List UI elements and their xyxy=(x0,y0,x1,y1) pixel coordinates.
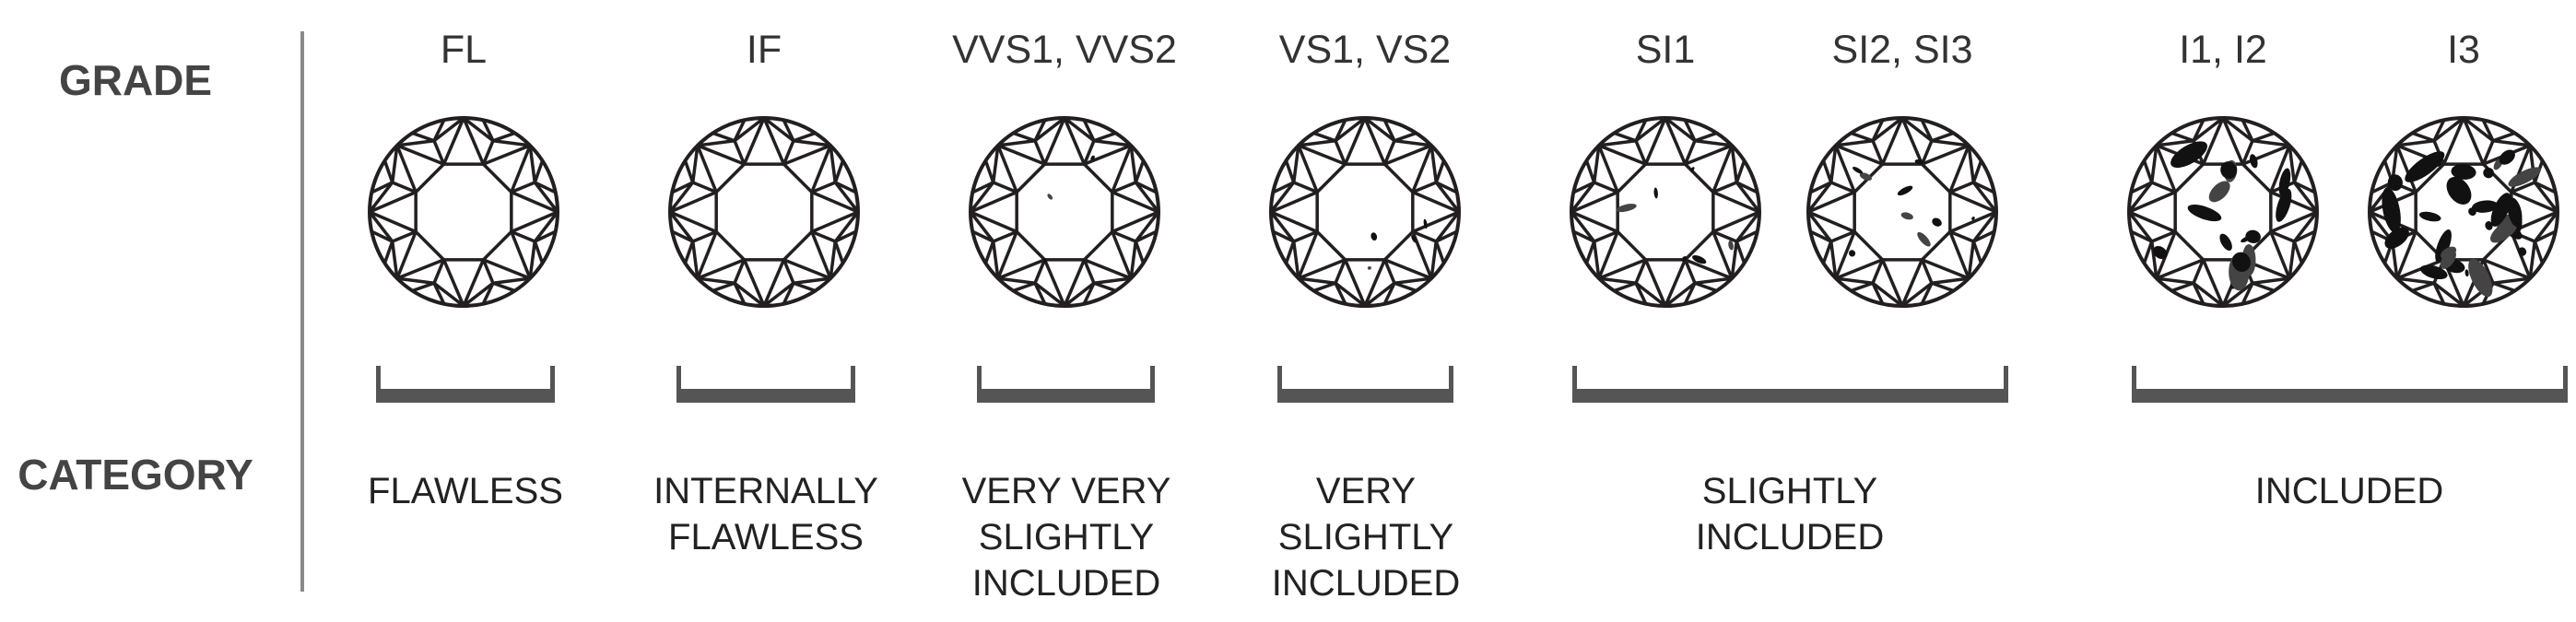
inclusion-mark xyxy=(1849,250,1856,257)
inclusion-mark xyxy=(2241,236,2251,243)
grade-label-i1-i2: I1, I2 xyxy=(2179,28,2267,72)
inclusion-mark xyxy=(2471,200,2499,213)
grade-label-fl: FL xyxy=(440,28,488,72)
bracket-si xyxy=(1572,366,2008,403)
inclusion-mark xyxy=(1043,258,1047,264)
inclusion-mark xyxy=(1681,256,1688,262)
inclusion-mark xyxy=(2387,174,2403,192)
bracket-flawless xyxy=(376,366,555,403)
inclusion-mark xyxy=(2278,168,2291,196)
inclusion-mark xyxy=(1859,172,1872,181)
diamond-si2-icon xyxy=(1806,116,1998,308)
grade-label-i3: I3 xyxy=(2447,28,2480,72)
inclusion-mark xyxy=(1932,217,1942,227)
inclusion-mark xyxy=(2170,141,2207,169)
grade-row-label: GRADE xyxy=(58,56,213,104)
diamond-fl-icon xyxy=(368,116,559,308)
inclusion-mark xyxy=(1367,266,1371,270)
inclusion-mark xyxy=(2208,181,2230,203)
inclusion-mark xyxy=(2427,159,2441,167)
inclusion-mark xyxy=(2276,188,2292,222)
grade-label-vvs: VVS1, VVS2 xyxy=(952,28,1177,72)
category-flawless: FLAWLESS xyxy=(368,471,563,511)
diamond-si1-icon xyxy=(1570,116,1761,308)
diamond-i3-icon xyxy=(2368,116,2559,308)
inclusion-mark xyxy=(2405,151,2445,182)
category-vs: VERY SLIGHTLY INCLUDED xyxy=(1271,471,1461,604)
inclusion-mark xyxy=(2220,161,2238,180)
inclusion-mark xyxy=(2153,245,2168,260)
bracket-vs xyxy=(1277,366,1453,403)
category-vvs: VERY VERY SLIGHTLY INCLUDED xyxy=(961,471,1171,604)
category-included: INCLUDED xyxy=(2254,471,2444,511)
inclusion-mark xyxy=(1411,235,1417,243)
inclusion-mark xyxy=(1971,217,1975,220)
inclusion-mark xyxy=(2483,167,2494,179)
inclusion-mark xyxy=(2384,227,2409,249)
divider xyxy=(300,31,304,592)
inclusion-mark xyxy=(1653,187,1658,199)
inclusion-mark xyxy=(2420,264,2448,280)
bracket-internally-flawless xyxy=(676,366,855,403)
inclusion-mark xyxy=(2435,229,2452,263)
inclusion-mark xyxy=(2187,205,2222,222)
inclusion-mark xyxy=(2490,193,2511,227)
inclusion-mark xyxy=(2508,167,2541,187)
inclusion-mark xyxy=(1692,255,1707,264)
inclusion-mark xyxy=(1616,204,1637,213)
inclusion-mark xyxy=(2245,229,2261,243)
inclusion-mark xyxy=(2451,164,2476,180)
inclusion-mark xyxy=(2507,197,2523,228)
bracket-included xyxy=(2132,366,2568,403)
inclusion-mark xyxy=(2382,187,2401,233)
inclusion-mark xyxy=(2446,176,2472,205)
inclusion-mark xyxy=(2418,211,2441,222)
inclusion-mark xyxy=(2468,207,2476,217)
bracket-vvs xyxy=(977,366,1155,403)
inclusion-mark xyxy=(1897,185,1913,196)
inclusion-mark xyxy=(2485,221,2493,230)
diamond-i1-icon xyxy=(2127,116,2319,308)
inclusion-mark xyxy=(2499,149,2515,165)
inclusion-mark xyxy=(2464,269,2469,277)
inclusion-mark xyxy=(1917,231,1931,247)
inclusion-mark xyxy=(2440,250,2456,269)
diamond-vvs-icon xyxy=(969,116,1160,308)
inclusion-mark xyxy=(1900,212,1913,220)
inclusion-mark xyxy=(2518,247,2527,256)
grade-label-si2-si3: SI2, SI3 xyxy=(1831,28,1973,72)
inclusion-mark xyxy=(2468,258,2493,298)
inclusion-mark xyxy=(1047,194,1053,200)
inclusion-mark xyxy=(1423,218,1428,229)
inclusion-mark xyxy=(1853,167,1864,174)
grade-label-si1: SI1 xyxy=(1635,28,1696,72)
inclusion-mark xyxy=(1914,159,1924,165)
grade-label-vs: VS1, VS2 xyxy=(1278,28,1452,72)
inclusion-mark xyxy=(1090,155,1095,161)
inclusion-mark xyxy=(1690,167,1695,172)
category-slightly-included: SLIGHTLY INCLUDED xyxy=(1695,471,1885,557)
inclusion-mark xyxy=(1728,240,1734,251)
inclusion-mark xyxy=(2231,252,2251,272)
diamond-vs-icon xyxy=(1269,116,1461,308)
category-row-label: CATEGORY xyxy=(18,451,253,499)
inclusion-mark xyxy=(2249,154,2258,169)
inclusion-mark xyxy=(2219,233,2232,251)
grade-label-if: IF xyxy=(746,28,782,72)
inclusion-mark xyxy=(1370,232,1378,241)
category-internally-flawless: INTERNALLY FLAWLESS xyxy=(653,471,878,557)
diamond-if-icon xyxy=(668,116,860,308)
